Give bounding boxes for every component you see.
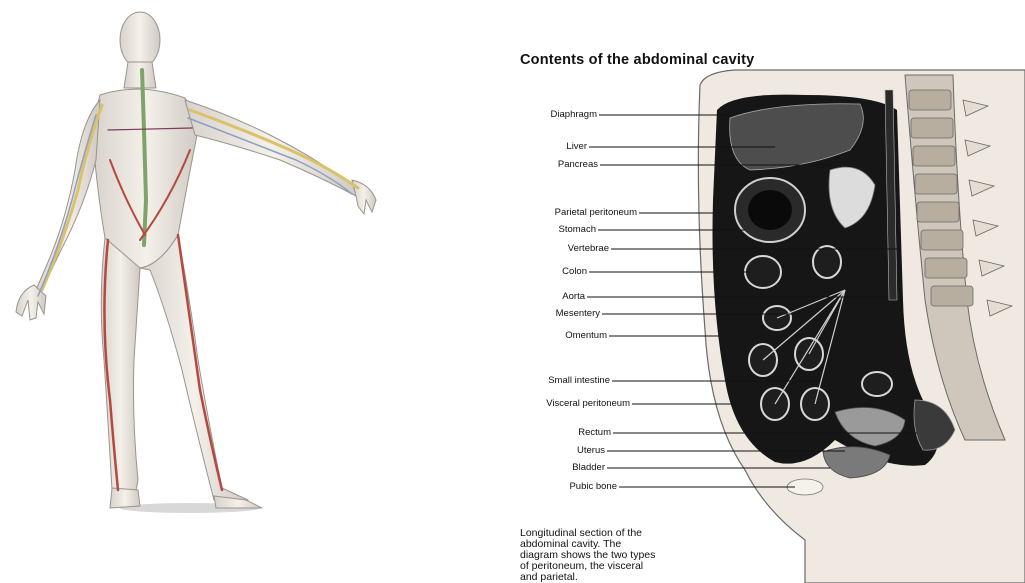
label-omentum: Omentum [565,330,607,341]
label-stomach: Stomach [559,224,597,235]
label-colon: Colon [562,266,587,277]
head [120,12,160,68]
label-small-intestine: Small intestine [548,375,610,386]
label-bladder: Bladder [572,462,605,473]
abdominal-cavity-diagram: Contents of the abdominal cavity [505,0,1025,583]
label-uterus: Uterus [577,445,605,456]
left-foot [110,488,140,508]
neck [124,62,156,88]
label-pancreas: Pancreas [558,159,598,170]
label-visceral-peritoneum: Visceral peritoneum [546,398,630,409]
label-pubic-bone: Pubic bone [569,481,617,492]
left-arm [33,100,100,300]
diagram-caption: Longitudinal section of the abdominal ca… [520,528,720,583]
right-leg [140,235,248,508]
label-aorta: Aorta [562,291,585,302]
label-diaphragm: Diaphragm [551,109,597,120]
label-parietal-peritoneum: Parietal peritoneum [555,207,637,218]
caption-line-5: and parietal. [520,572,720,583]
label-mesentery: Mesentery [556,308,600,319]
label-vertebrae: Vertebrae [568,243,609,254]
label-liver: Liver [566,141,587,152]
label-rectum: Rectum [578,427,611,438]
human-figure-illustration [0,0,400,520]
